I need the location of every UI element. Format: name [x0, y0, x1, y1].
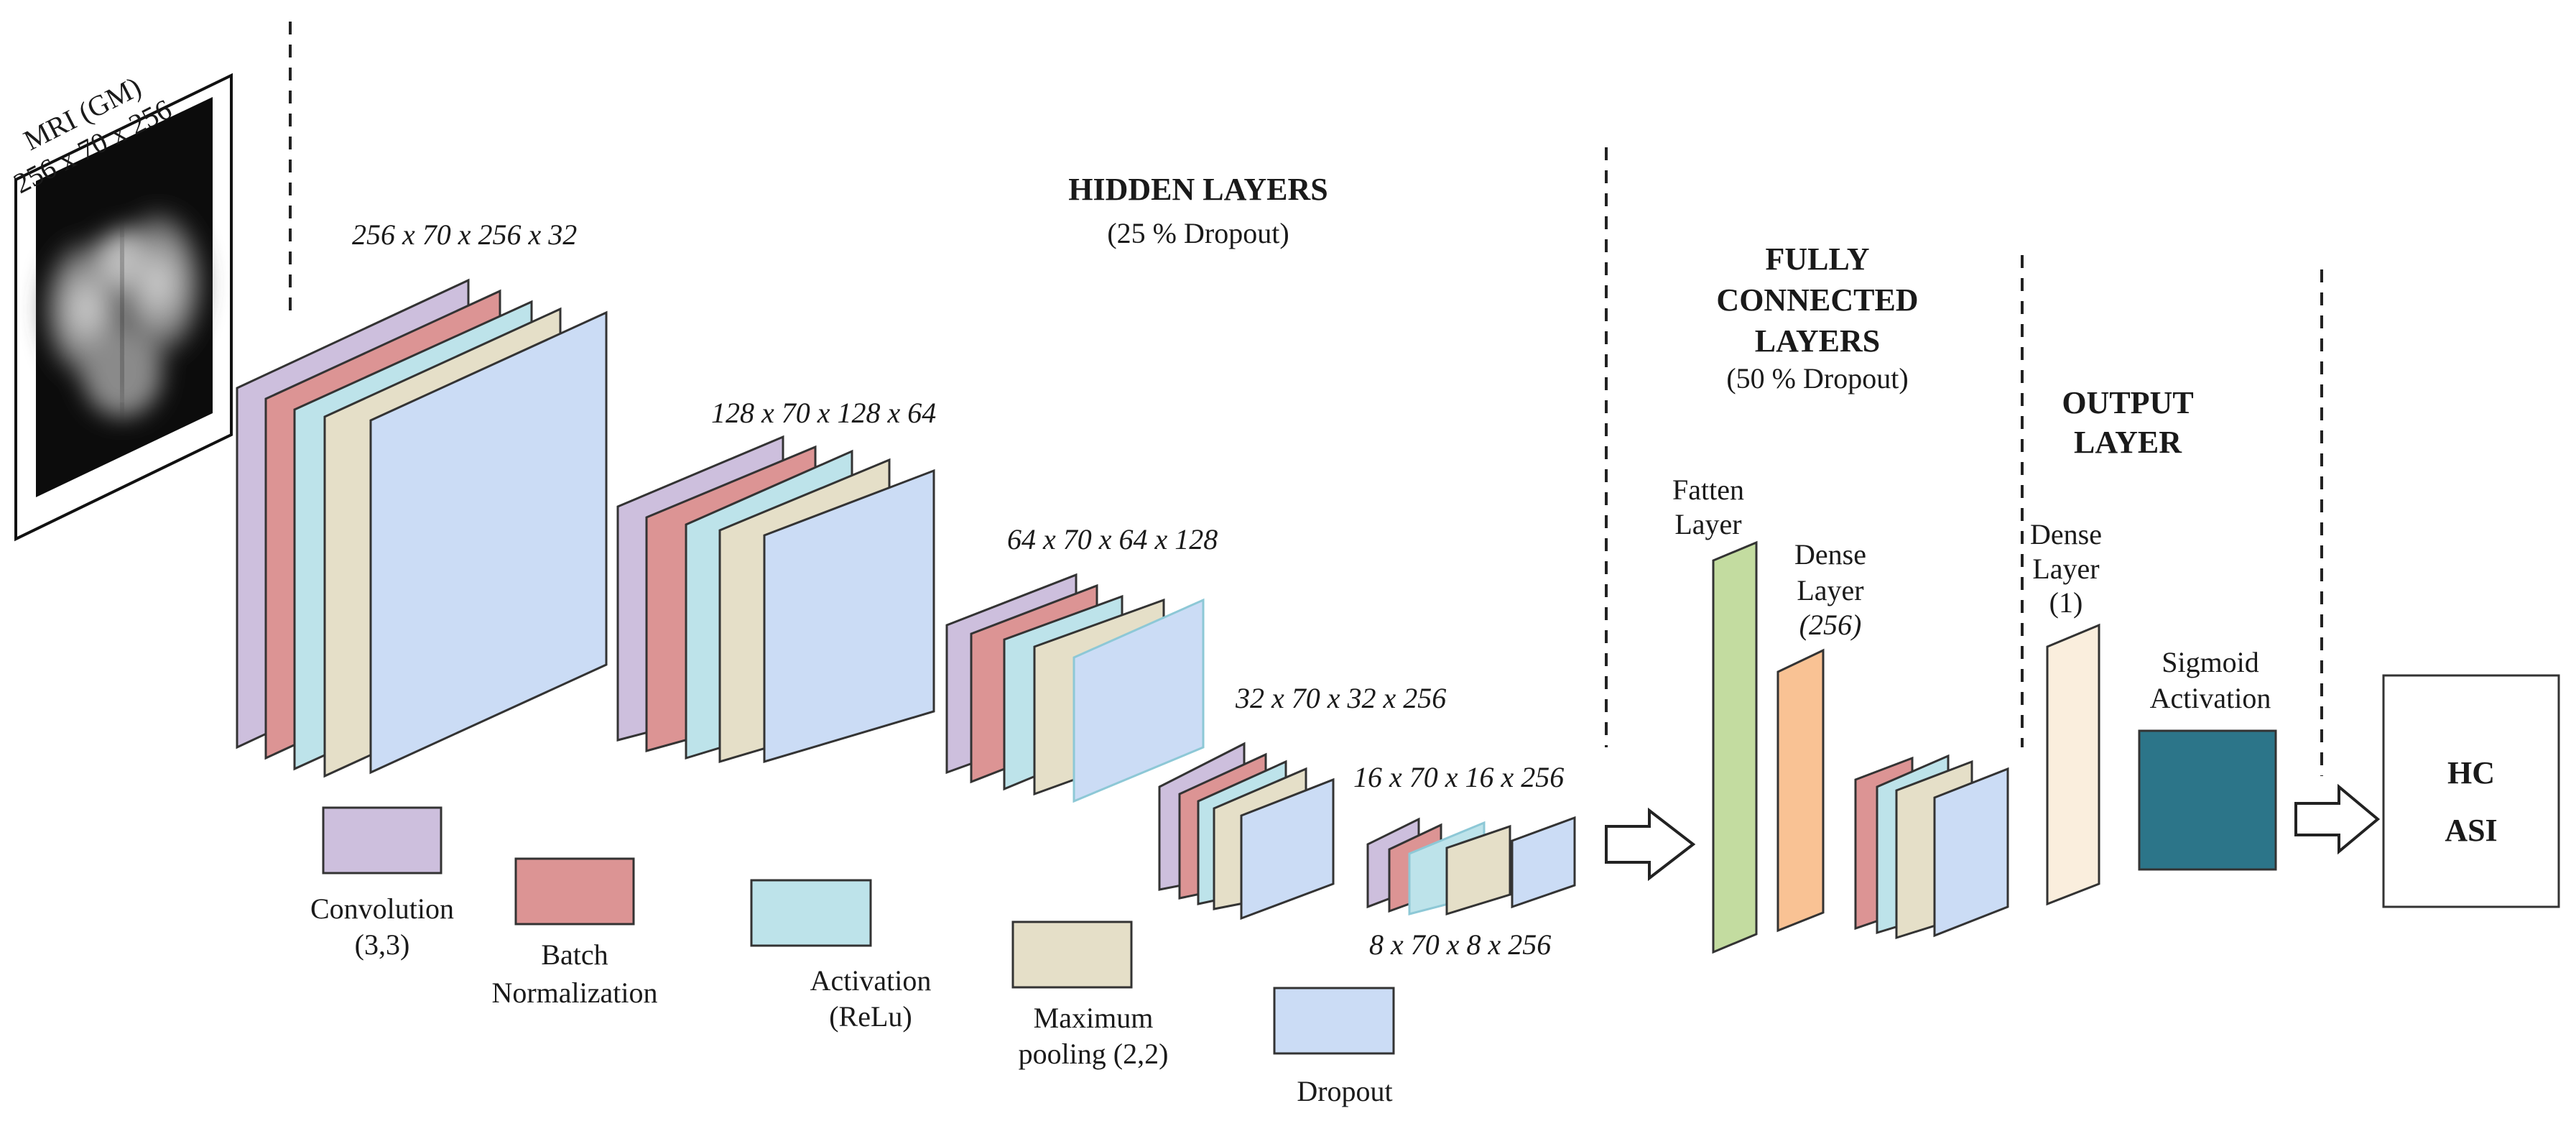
stage2-dropout-layer — [763, 469, 935, 764]
stage2-layer-stack — [616, 435, 935, 764]
legend-convolution-line2: (3,3) — [355, 928, 410, 961]
dense256-layer — [1776, 648, 1825, 933]
stage1-dimensions: 256 x 70 x 256 x 32 — [352, 218, 577, 251]
dense256-label-line2: Layer — [1797, 574, 1863, 606]
flatten-label-line2: Layer — [1674, 508, 1741, 540]
output-title-line1: OUTPUT — [2062, 385, 2193, 420]
stage5-maxpool-layer — [1445, 824, 1511, 916]
stage3-dimensions: 64 x 70 x 64 x 128 — [1007, 523, 1218, 555]
legend: Convolution (3,3) Batch Normalization Ac… — [310, 806, 1395, 1107]
legend-convolution-line1: Convolution — [310, 892, 454, 925]
hidden-layers-dropout: (25 % Dropout) — [1107, 217, 1289, 249]
legend-batchnorm-line1: Batch — [541, 938, 608, 971]
output-title-line2: LAYER — [2074, 425, 2182, 460]
flatten-label-line1: Fatten — [1672, 474, 1744, 506]
stage5-dimensions: 16 x 70 x 16 x 256 — [1353, 761, 1564, 793]
dense1-layer — [2046, 623, 2100, 906]
legend-activation-swatch — [750, 879, 872, 947]
arrow-to-result-icon — [2294, 783, 2381, 855]
sigmoid-label-line1: Sigmoid — [2162, 646, 2259, 678]
result-label-line2: ASI — [2445, 813, 2497, 848]
legend-activation-line2: (ReLu) — [829, 1000, 912, 1033]
legend-activation-line1: Activation — [810, 964, 932, 997]
sigmoid-label-line2: Activation — [2150, 682, 2271, 714]
mri-input-image — [14, 73, 233, 542]
dense1-label-line3: (1) — [2049, 586, 2083, 619]
stage5-dropout-layer — [1511, 816, 1576, 909]
legend-dropout-swatch — [1273, 987, 1395, 1055]
result-label-line1: HC — [2447, 755, 2495, 790]
fc-dropout: (50 % Dropout) — [1726, 362, 1908, 394]
fc-dropout-layer — [1933, 767, 2009, 938]
legend-maxpool-line2: pooling (2,2) — [1019, 1038, 1169, 1070]
flatten-layer — [1712, 540, 1758, 954]
fc-layer-stack — [1854, 754, 2009, 940]
fc-title-line1: FULLY — [1765, 241, 1869, 277]
stage1-layer-stack — [236, 278, 608, 778]
stage3-layer-stack — [945, 573, 1205, 803]
dense256-label-line3: (256) — [1799, 609, 1862, 641]
arrow-to-fc-icon — [1605, 807, 1696, 882]
stage4-dimensions: 32 x 70 x 32 x 256 — [1235, 682, 1446, 714]
brain-scan-icon — [45, 212, 203, 417]
dense256-label-line1: Dense — [1794, 538, 1866, 571]
dense1-label-line2: Layer — [2032, 553, 2099, 585]
fc-title-line3: LAYERS — [1755, 323, 1880, 359]
stage5b-dimensions: 8 x 70 x 8 x 256 — [1369, 928, 1551, 961]
legend-batchnorm-line2: Normalization — [491, 977, 657, 1009]
stage2-dimensions: 128 x 70 x 128 x 64 — [711, 397, 936, 429]
legend-maxpool-line1: Maximum — [1034, 1002, 1154, 1034]
legend-batchnorm-swatch — [514, 857, 635, 926]
stage3-dropout-layer — [1072, 598, 1205, 803]
hidden-layers-title: HIDDEN LAYERS — [1068, 172, 1328, 207]
stage4-dropout-layer — [1240, 777, 1335, 920]
legend-maxpool-swatch — [1011, 920, 1133, 989]
legend-convolution-swatch — [322, 806, 443, 875]
dense1-label-line1: Dense — [2030, 518, 2102, 550]
stage5-layer-stack — [1366, 816, 1576, 916]
stage4-layer-stack — [1158, 742, 1335, 920]
result-box — [2382, 674, 2560, 908]
fc-title-line2: CONNECTED — [1716, 282, 1918, 318]
stage1-dropout-layer — [369, 310, 608, 775]
dashed-separators — [289, 22, 2323, 776]
legend-dropout-line1: Dropout — [1297, 1075, 1392, 1107]
sigmoid-activation-block — [2138, 729, 2277, 871]
